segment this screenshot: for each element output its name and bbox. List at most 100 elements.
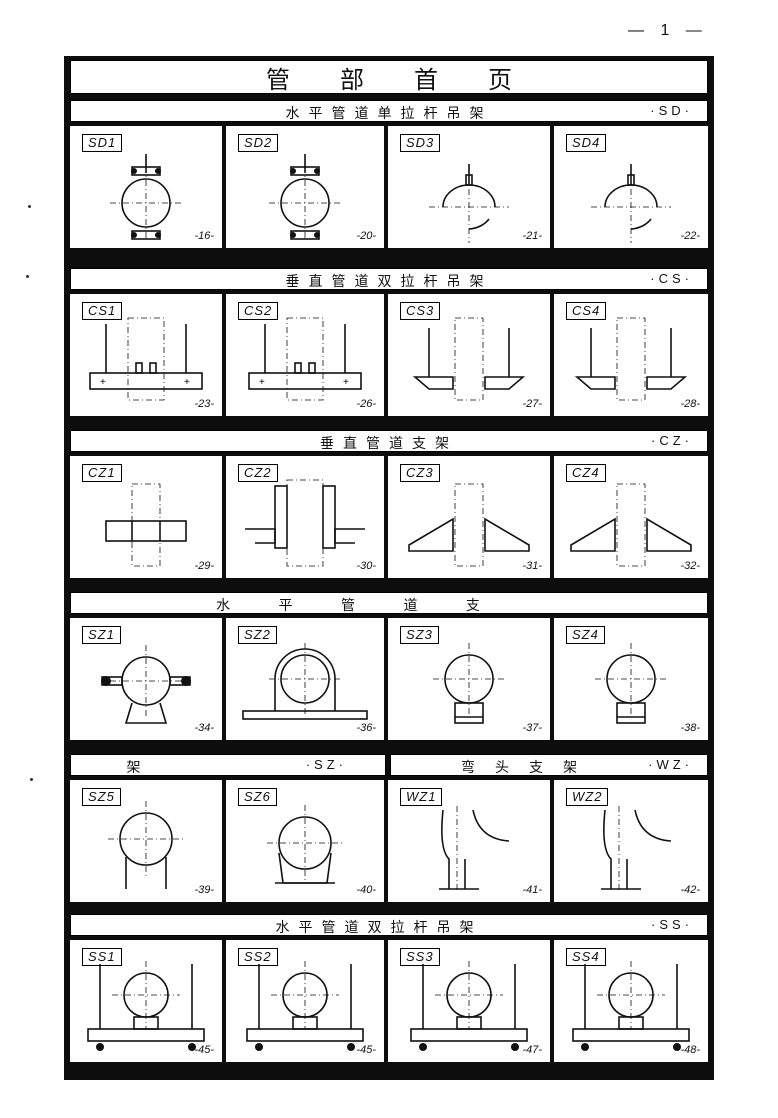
cell-code: SZ6	[238, 788, 277, 806]
support-drawing-icon	[572, 961, 690, 1051]
support-drawing-icon	[601, 806, 672, 893]
index-cell: SD2-20-	[226, 126, 384, 248]
cell-page-ref: -23-	[194, 398, 214, 410]
cell-page-ref: -28-	[680, 398, 700, 410]
cell-page-ref: -45-	[356, 1044, 376, 1056]
cell-code: CS2	[238, 302, 279, 320]
support-drawing-icon	[245, 479, 365, 567]
cell-code: SD4	[566, 134, 607, 152]
support-drawing-icon	[101, 645, 191, 724]
index-cell: SS1-45-	[70, 940, 222, 1062]
support-drawing-icon	[595, 643, 667, 724]
index-cell: ++CS2 -26-	[226, 294, 384, 416]
index-cell: CZ1 -29-	[70, 456, 222, 578]
index-cell: SZ4-38-	[554, 618, 708, 740]
support-drawing-icon	[433, 643, 505, 724]
cell-code: SS2	[238, 948, 278, 966]
cell-code: CS3	[400, 302, 441, 320]
support-drawing-icon	[246, 961, 364, 1051]
cell-page-ref: -21-	[522, 230, 542, 242]
band-sd-code: ·SD·	[650, 103, 693, 118]
band-ss: 水平管道双拉杆吊架 ·SS·	[70, 914, 708, 936]
cell-page-ref: -32-	[680, 560, 700, 572]
band-cz-label: 垂直管道支架	[320, 436, 458, 452]
cell-code: WZ1	[400, 788, 443, 806]
page-title: 管部首页	[70, 60, 708, 94]
cell-page-ref: -27-	[522, 398, 542, 410]
band-cs: 垂直管道双拉杆吊架 ·CS·	[70, 268, 708, 290]
band-cs-label: 垂直管道双拉杆吊架	[285, 274, 493, 290]
svg-text:+: +	[100, 377, 106, 388]
cell-page-ref: -16-	[194, 230, 214, 242]
cell-page-ref: -48-	[680, 1044, 700, 1056]
index-cell: WZ1 -41-	[388, 780, 550, 902]
cell-code: SD1	[82, 134, 123, 152]
cell-code: WZ2	[566, 788, 609, 806]
index-cell: WZ2 -42-	[554, 780, 708, 902]
cell-code: SZ1	[82, 626, 121, 644]
band-ss-label: 水平管道双拉杆吊架	[275, 920, 483, 936]
cell-page-ref: -30-	[356, 560, 376, 572]
index-cell: SZ3 -37-	[388, 618, 550, 740]
index-cell: CZ3 -31-	[388, 456, 550, 578]
support-drawing-icon	[87, 961, 205, 1051]
cell-code: SS3	[400, 948, 440, 966]
cell-page-ref: -20-	[356, 230, 376, 242]
support-drawing-icon: ++	[89, 317, 203, 401]
band-wz-code: ·WZ·	[648, 757, 693, 772]
band-sd: 水平管道单拉杆吊架 ·SD·	[70, 100, 708, 122]
cell-page-ref: -34-	[194, 722, 214, 734]
cell-page-ref: -36-	[356, 722, 376, 734]
support-drawing-icon	[570, 483, 692, 567]
band-sz-code: ·SZ·	[305, 757, 347, 772]
index-cell: ++CS1-23-	[70, 294, 222, 416]
index-cell: CS3 -27-	[388, 294, 550, 416]
support-drawing-icon	[267, 805, 343, 884]
cell-code: CZ2	[238, 464, 278, 482]
cell-page-ref: -26-	[356, 398, 376, 410]
page-number: — 1 —	[628, 22, 708, 39]
band-cz-code: ·CZ·	[651, 433, 693, 448]
band-sz-label: 水 平 管 道 支	[216, 598, 502, 614]
cell-code: CS4	[566, 302, 607, 320]
cell-code: SZ3	[400, 626, 439, 644]
band-sd-label: 水平管道单拉杆吊架	[285, 106, 493, 122]
band-ss-code: ·SS·	[651, 917, 693, 932]
cell-page-ref: -38-	[680, 722, 700, 734]
cell-code: CS1	[82, 302, 123, 320]
cell-code: CZ4	[566, 464, 606, 482]
cell-page-ref: -31-	[522, 560, 542, 572]
index-cell: SZ2 -36-	[226, 618, 384, 740]
index-cell: CS4 -28-	[554, 294, 708, 416]
support-drawing-icon	[108, 801, 184, 889]
cell-page-ref: -22-	[680, 230, 700, 242]
svg-text:+: +	[184, 377, 190, 388]
support-drawing-icon	[242, 643, 368, 720]
support-drawing-icon	[574, 317, 688, 401]
support-drawing-icon: ++	[248, 317, 362, 401]
cell-page-ref: -29-	[194, 560, 214, 572]
cell-code: SS4	[566, 948, 606, 966]
support-drawing-icon	[105, 483, 187, 567]
cell-code: SZ5	[82, 788, 121, 806]
dot	[30, 778, 33, 781]
cell-code: CZ3	[400, 464, 440, 482]
band-sz-label2: 架	[126, 760, 150, 776]
index-frame: 管部首页 水平管道单拉杆吊架 ·SD· 垂直管道双拉杆吊架 ·CS· 垂直管道支…	[64, 56, 714, 1080]
support-drawing-icon	[412, 317, 526, 401]
band-cz: 垂直管道支架 ·CZ·	[70, 430, 708, 452]
index-cell: SD3-21-	[388, 126, 550, 248]
cell-page-ref: -41-	[522, 884, 542, 896]
index-cell: SS2 -45-	[226, 940, 384, 1062]
band-wz: 弯头支架 ·WZ·	[390, 754, 708, 776]
cell-code: SZ2	[238, 626, 277, 644]
support-drawing-icon	[269, 154, 341, 240]
cell-page-ref: -37-	[522, 722, 542, 734]
svg-text:+: +	[343, 377, 349, 388]
support-drawing-icon	[439, 806, 510, 893]
index-cell: CZ2 -30-	[226, 456, 384, 578]
cell-page-ref: -40-	[356, 884, 376, 896]
cell-page-ref: -42-	[680, 884, 700, 896]
cell-code: CZ1	[82, 464, 122, 482]
support-drawing-icon	[110, 154, 182, 240]
